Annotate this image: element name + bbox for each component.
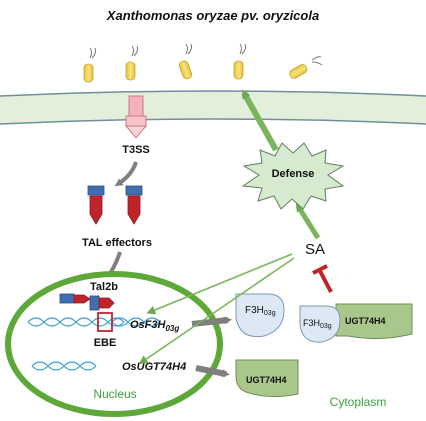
complex-f3h-label: F3H03g [303, 318, 332, 330]
cytoplasm-label: Cytoplasm [330, 395, 387, 409]
arrow-t3ss-to-tal [114, 161, 138, 187]
t3ss-label: T3SS [122, 144, 150, 156]
sa-label: SA [305, 241, 325, 258]
bacterium-4 [233, 43, 247, 80]
defense-burst [241, 142, 345, 210]
title: Xanthomonas oryzae pv. oryzicola [106, 8, 319, 23]
protein-f3h-label: F3H03g [245, 305, 276, 317]
complex-ugt74h4-label: UGT74H4 [345, 316, 386, 326]
tal-effector-left [87, 185, 105, 225]
nucleus [5, 271, 223, 417]
arrow-sa-to-osugt74h4 [138, 257, 295, 365]
arrow-sa-to-osf3h [146, 253, 293, 315]
ebe-label: EBE [94, 337, 117, 349]
protein-ugt74h4-label: UGT74H4 [246, 375, 287, 385]
arrow-defense-to-bacteria [241, 89, 279, 152]
tal-effector-right [125, 185, 143, 225]
gene-osf3h-label: OsF3H03g [130, 319, 179, 333]
gene-osugt74h4-label: OsUGT74H4 [122, 361, 186, 373]
bacterium-1 [83, 47, 97, 83]
cell-membrane [0, 90, 426, 125]
tal2b-effector-1 [59, 293, 91, 304]
complex-f3h-ugt74h4 [299, 303, 413, 343]
nucleus-label: Nucleus [93, 387, 136, 401]
dna-helix-bottom [31, 361, 97, 371]
tal-effectors-label: TAL effectors [82, 237, 152, 249]
arrow-ugt-translation [195, 365, 230, 378]
arrow-sa-to-defense [295, 202, 321, 240]
ebe-box [97, 312, 113, 332]
t3ss-channel [124, 95, 148, 139]
tal2b-label: Tal2b [90, 281, 118, 293]
protein-ugt74h4 [235, 359, 299, 398]
protein-f3h [235, 293, 285, 338]
bacterium-3 [178, 43, 193, 80]
tal2b-effector-2 [89, 295, 115, 311]
defense-label: Defense [272, 168, 315, 180]
bacterium-2 [125, 45, 139, 81]
dna-helix-top [27, 317, 161, 327]
bacterium-5 [289, 56, 323, 79]
inhibition-marker [312, 264, 333, 293]
